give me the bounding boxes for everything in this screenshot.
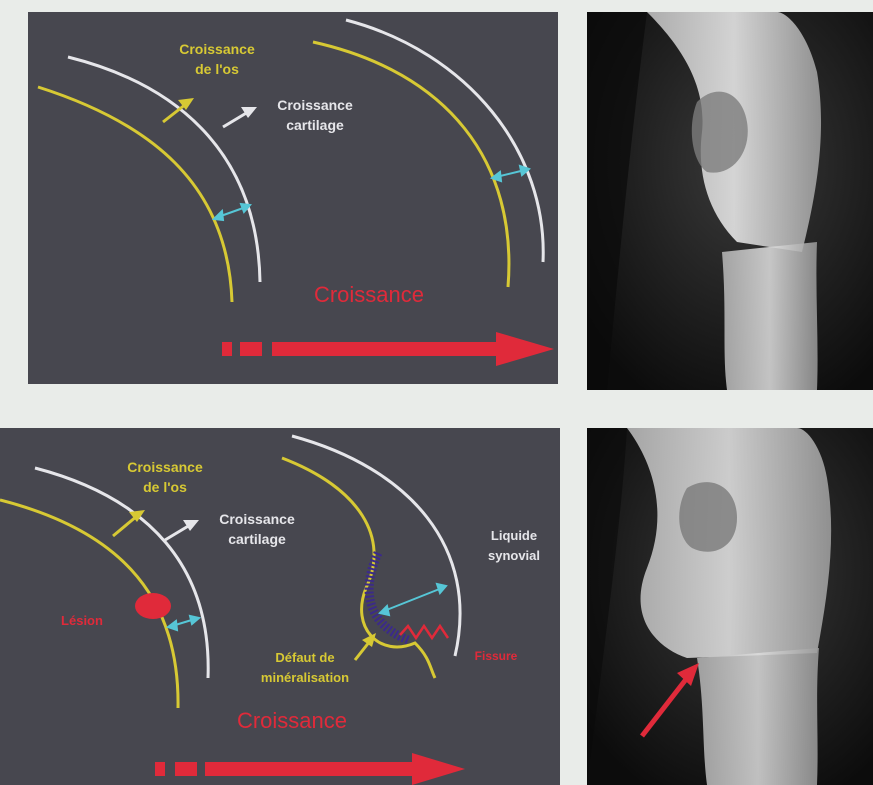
bone-line-right xyxy=(282,458,435,678)
cartilage-growth-label-line1: Croissance xyxy=(219,511,295,527)
synovial-label-line1: Liquide xyxy=(491,528,537,543)
cartilage-line-right xyxy=(346,20,543,262)
bottom-diagram-canvas: Croissance de l'os Croissance cartilage … xyxy=(0,428,560,785)
cartilage-growth-label-line2: cartilage xyxy=(228,531,286,547)
mineralization-defect-label-line2: minéralisation xyxy=(261,670,349,685)
cartilage-line-left xyxy=(35,468,208,678)
growth-label: Croissance xyxy=(314,282,424,307)
growth-arrow xyxy=(222,332,554,366)
growth-label: Croissance xyxy=(237,708,347,733)
bone-growth-label-line1: Croissance xyxy=(127,459,203,475)
top-xray-image xyxy=(587,12,873,390)
spacing-arrow-right xyxy=(492,166,529,181)
bone-growth-pointer xyxy=(113,510,145,536)
bottom-xray-canvas xyxy=(587,428,873,785)
lesion-mark xyxy=(135,593,171,619)
bottom-lesion-diagram: Croissance de l'os Croissance cartilage … xyxy=(0,428,560,785)
growth-arrow xyxy=(155,753,465,785)
cartilage-growth-pointer xyxy=(165,520,199,540)
cartilage-growth-label-line1: Croissance xyxy=(277,97,353,113)
fissure-label: Fissure xyxy=(475,649,518,663)
cartilage-line-left xyxy=(68,57,260,282)
spacing-arrow-left xyxy=(214,204,250,220)
spacing-arrow-left xyxy=(168,616,199,630)
bone-growth-label-line2: de l'os xyxy=(195,61,239,77)
mineralization-defect-label-line1: Défaut de xyxy=(275,650,334,665)
top-xray-canvas xyxy=(587,12,873,390)
top-diagram-canvas: Croissance de l'os Croissance cartilage … xyxy=(28,12,558,384)
lesion-label: Lésion xyxy=(61,613,103,628)
mineralization-defect-pointer xyxy=(355,633,376,660)
top-growth-diagram: Croissance de l'os Croissance cartilage … xyxy=(28,12,558,384)
cartilage-growth-pointer xyxy=(223,107,257,127)
bottom-xray-image xyxy=(587,428,873,785)
bone-line-right xyxy=(313,42,509,287)
spacing-arrow-right xyxy=(380,584,446,615)
bone-growth-label-line2: de l'os xyxy=(143,479,187,495)
bone-growth-label-line1: Croissance xyxy=(179,41,255,57)
mineralization-defect-zone xyxy=(369,553,408,640)
bone-line-left xyxy=(38,87,232,302)
cartilage-growth-label-line2: cartilage xyxy=(286,117,344,133)
synovial-label-line2: synovial xyxy=(488,548,540,563)
cartilage-line-right xyxy=(292,436,460,656)
fissure-mark xyxy=(400,626,448,638)
